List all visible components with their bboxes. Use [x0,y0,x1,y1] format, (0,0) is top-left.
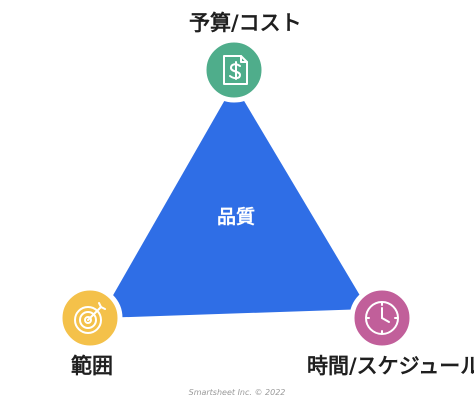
quality-triangle [100,84,368,318]
budget-node [201,37,267,103]
target-icon [74,302,106,334]
schedule-label: 時間/スケジュール [307,354,474,378]
clock-icon [365,301,399,335]
scope-node [57,285,123,351]
quality-label: 品質 [217,206,256,228]
schedule-node [349,285,415,351]
scope-label: 範囲 [71,354,113,378]
dollar-document-icon [223,55,248,85]
copyright-footer: Smartsheet Inc. © 2022 [188,388,286,397]
budget-label: 予算/コスト [189,11,302,35]
